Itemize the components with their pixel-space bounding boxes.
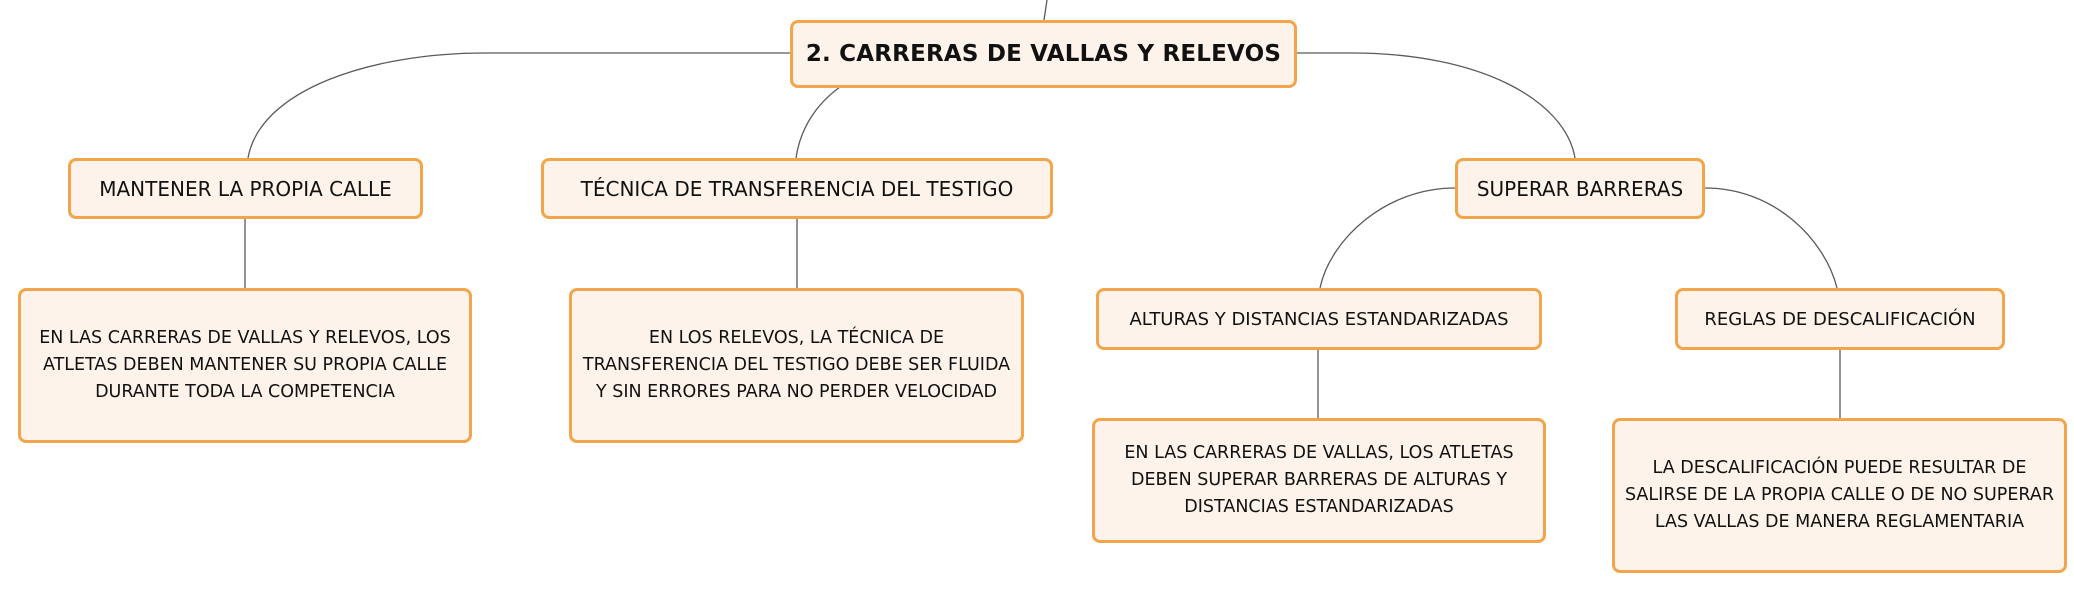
node-reglas-descalificacion[interactable]: REGLAS DE DESCALIFICACIÓN xyxy=(1675,288,2005,350)
node-mantener-calle[interactable]: MANTENER LA PROPIA CALLE xyxy=(68,158,423,219)
node-transferencia-testigo-label: TÉCNICA DE TRANSFERENCIA DEL TESTIGO xyxy=(580,176,1014,201)
node-superar-barreras[interactable]: SUPERAR BARRERAS xyxy=(1455,158,1705,219)
connector-root-parent xyxy=(1043,0,1048,21)
connector-barriers-heights xyxy=(1319,187,1456,289)
node-alturas-distancias-detail-text: EN LAS CARRERAS DE VALLAS, LOS ATLETAS D… xyxy=(1124,443,1514,517)
node-superar-barreras-label: SUPERAR BARRERAS xyxy=(1476,176,1684,201)
node-mantener-calle-label: MANTENER LA PROPIA CALLE xyxy=(99,176,392,201)
node-mantener-calle-detail[interactable]: EN LAS CARRERAS DE VALLAS Y RELEVOS, LOS… xyxy=(18,288,472,443)
node-alturas-distancias[interactable]: ALTURAS Y DISTANCIAS ESTANDARIZADAS xyxy=(1096,288,1542,350)
node-alturas-distancias-detail[interactable]: EN LAS CARRERAS DE VALLAS, LOS ATLETAS D… xyxy=(1092,418,1546,543)
root-node[interactable]: 2. CARRERAS DE VALLAS Y RELEVOS xyxy=(790,20,1297,88)
node-reglas-descalificacion-detail-text: LA DESCALIFICACIÓN PUEDE RESULTAR DE SAL… xyxy=(1625,458,2054,532)
node-transferencia-testigo[interactable]: TÉCNICA DE TRANSFERENCIA DEL TESTIGO xyxy=(541,158,1053,219)
node-transferencia-testigo-detail-text: EN LOS RELEVOS, LA TÉCNICA DE TRANSFEREN… xyxy=(582,328,1011,402)
root-node-label: 2. CARRERAS DE VALLAS Y RELEVOS xyxy=(805,41,1282,67)
node-transferencia-testigo-detail[interactable]: EN LOS RELEVOS, LA TÉCNICA DE TRANSFEREN… xyxy=(569,288,1024,443)
connector-root-barriers xyxy=(1297,52,1576,159)
node-mantener-calle-detail-text: EN LAS CARRERAS DE VALLAS Y RELEVOS, LOS… xyxy=(39,328,451,402)
connector-root-lane xyxy=(247,52,790,159)
connector-barriers-disqualification xyxy=(1704,187,1838,289)
node-reglas-descalificacion-label: REGLAS DE DESCALIFICACIÓN xyxy=(1704,308,1976,330)
node-reglas-descalificacion-detail[interactable]: LA DESCALIFICACIÓN PUEDE RESULTAR DE SAL… xyxy=(1612,418,2067,573)
node-alturas-distancias-label: ALTURAS Y DISTANCIAS ESTANDARIZADAS xyxy=(1129,308,1509,330)
connector-root-baton xyxy=(795,86,841,159)
